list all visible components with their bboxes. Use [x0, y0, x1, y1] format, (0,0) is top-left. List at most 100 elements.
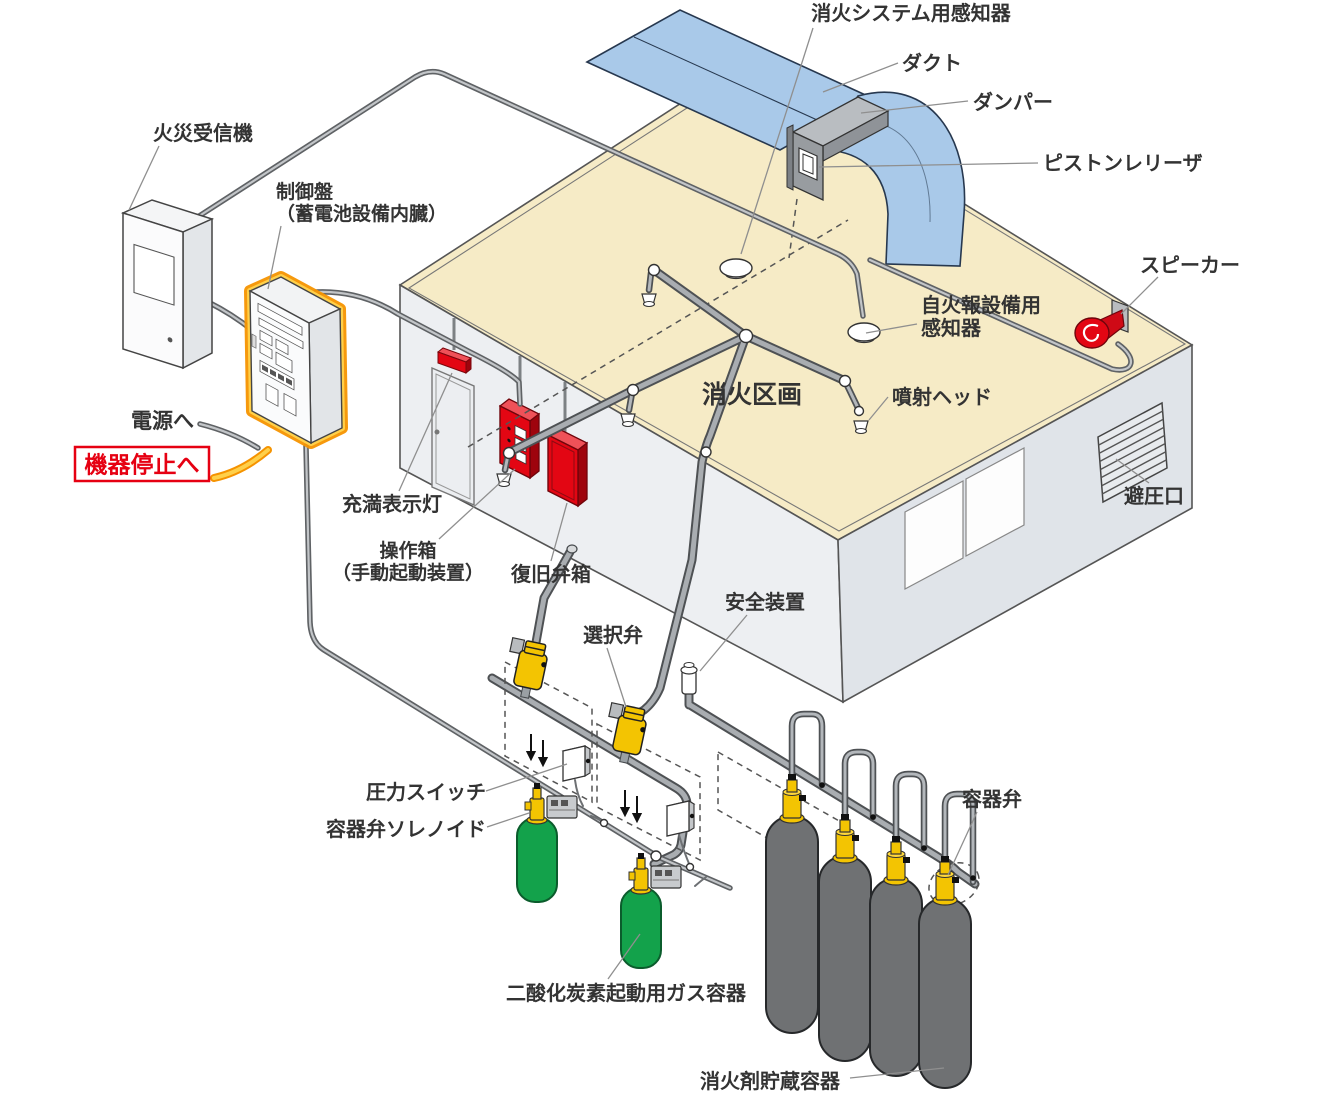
- label-text-safety-device: 安全装置: [725, 590, 805, 614]
- label-text-full-indicator-lamp: 充満表示灯: [342, 492, 442, 516]
- label-text-fire-system-detector: 消火システム用感知器: [811, 1, 1011, 25]
- panel-controls: [251, 302, 304, 417]
- alert-text: 機器停止へ: [85, 451, 200, 478]
- spray-head: [853, 420, 869, 435]
- label-operation-box: 操作箱（手動起動装置）: [332, 468, 516, 584]
- leader-line: [822, 62, 899, 93]
- label-text-damper: ダンパー: [973, 90, 1053, 114]
- spray-head: [620, 413, 636, 428]
- label-pressure-switch: 圧力スイッチ: [366, 763, 568, 804]
- label-spray-head: 噴射ヘッド: [868, 385, 992, 421]
- speaker: [867, 257, 1134, 373]
- label-speaker: スピーカー: [1120, 253, 1240, 315]
- dashed-group-1: [504, 660, 593, 804]
- leader-line: [1115, 458, 1150, 484]
- pressure-switch-2: [666, 800, 695, 837]
- damper: [786, 96, 890, 202]
- label-text-pressure-switch: 圧力スイッチ: [366, 780, 486, 804]
- label-text-fire-receiver: 火災受信機: [153, 121, 253, 145]
- label-text-agent-storage-cylinder: 消火剤貯蔵容器: [700, 1069, 841, 1093]
- label-text-duct: ダクト: [902, 51, 962, 75]
- label-text-selector-valve: 選択弁: [583, 623, 643, 647]
- leader-line: [849, 1067, 945, 1079]
- door-knob: [434, 429, 440, 435]
- label-full-indicator-lamp: 充満表示灯: [342, 372, 453, 516]
- duct-ridge: [633, 36, 827, 125]
- label-fire-receiver: 火災受信機: [128, 121, 253, 211]
- label-text-piston-releaser: ピストンレリーザ: [1043, 151, 1203, 175]
- leader-line: [699, 614, 748, 672]
- agent-storage-cylinder-1: [765, 773, 819, 1034]
- label-control-panel: 制御盤（蓄電池設備内臓）: [267, 180, 447, 290]
- alert-box: [73, 445, 211, 483]
- leader-line: [947, 811, 978, 876]
- label-to-power: 電源へ: [131, 409, 194, 433]
- co2-starter-cylinder-1: [516, 782, 578, 903]
- label-jikaho-detector: 自火報設備用感知器: [865, 293, 1041, 340]
- roof-parapet-line: [407, 72, 1187, 532]
- label-text-speaker: スピーカー: [1140, 253, 1240, 277]
- label-recovery-valve-box: 復旧弁箱: [510, 502, 591, 586]
- label-pressure-relief-vent: 避圧口: [1115, 458, 1184, 508]
- spray-head: [496, 473, 512, 488]
- fire-receiver: [120, 199, 215, 370]
- label-selector-valve: 選択弁: [583, 623, 643, 708]
- label-text-to-power: 電源へ: [131, 409, 194, 433]
- selector-valve-2: [599, 701, 651, 767]
- label-text-recovery-valve-box: 復旧弁箱: [510, 562, 591, 586]
- dashed-valve-circle: [928, 862, 980, 906]
- label-text-operation-box: 操作箱（手動起動装置）: [332, 539, 484, 584]
- piston-releaser: [798, 147, 818, 181]
- leader-line: [438, 468, 516, 540]
- dashed-group-3: [717, 750, 849, 886]
- leader-line: [486, 812, 530, 828]
- label-piston-releaser: ピストンレリーザ: [818, 151, 1203, 175]
- spray-head: [641, 293, 657, 308]
- co2-starter-cylinder-2: [620, 852, 682, 969]
- leader-line: [1120, 276, 1159, 315]
- wall-panel: [965, 446, 1025, 558]
- suppression-assembly: [500, 636, 980, 1089]
- duct-assembly: [585, 9, 966, 267]
- control-panel: [244, 271, 348, 449]
- receiver-window: [133, 243, 175, 306]
- label-damper: ダンパー: [860, 90, 1053, 114]
- label-container-valve-solenoid: 容器弁ソレノイド: [326, 812, 530, 841]
- electrical-cables: [191, 70, 865, 890]
- leader-line: [818, 162, 1039, 168]
- leader-line: [398, 372, 453, 492]
- leader-line: [607, 933, 641, 980]
- full-indicator-lamp: [436, 347, 473, 375]
- damper-dashed-drop: [788, 198, 798, 259]
- leader-line: [865, 323, 918, 334]
- leader-line: [868, 396, 889, 421]
- agent-storage-cylinder-3: [869, 835, 923, 1077]
- label-co2-starter-cylinder: 二酸化炭素起動用ガス容器: [506, 933, 747, 1005]
- label-kiki-teishi: 機器停止へ: [73, 445, 211, 483]
- pressure-relief-vent: [1097, 401, 1168, 504]
- dashed-group-2: [596, 722, 701, 862]
- label-text-control-panel: 制御盤（蓄電池設備内臓）: [276, 180, 447, 225]
- door: [431, 366, 475, 507]
- leader-line: [267, 225, 282, 290]
- wall-panel: [904, 479, 964, 591]
- label-fire-system-detector: 消火システム用感知器: [740, 1, 1012, 255]
- label-fire-compartment: 消火区画: [702, 380, 802, 409]
- flow-arrows: [525, 734, 643, 824]
- pressure-switch-1: [562, 745, 591, 782]
- building: [398, 64, 1194, 704]
- label-duct: ダクト: [822, 51, 962, 93]
- leader-line: [606, 647, 627, 708]
- label-text-pressure-relief-vent: 避圧口: [1124, 484, 1184, 508]
- label-text-fire-compartment: 消火区画: [702, 380, 802, 409]
- leader-line: [860, 100, 969, 114]
- label-text-spray-head: 噴射ヘッド: [892, 385, 992, 409]
- label-container-valve: 容器弁: [947, 787, 1022, 876]
- safety-device: [680, 662, 698, 695]
- label-text-co2-starter-cylinder: 二酸化炭素起動用ガス容器: [506, 981, 747, 1005]
- label-text-container-valve: 容器弁: [962, 787, 1022, 811]
- compartment-boundary: [467, 219, 849, 448]
